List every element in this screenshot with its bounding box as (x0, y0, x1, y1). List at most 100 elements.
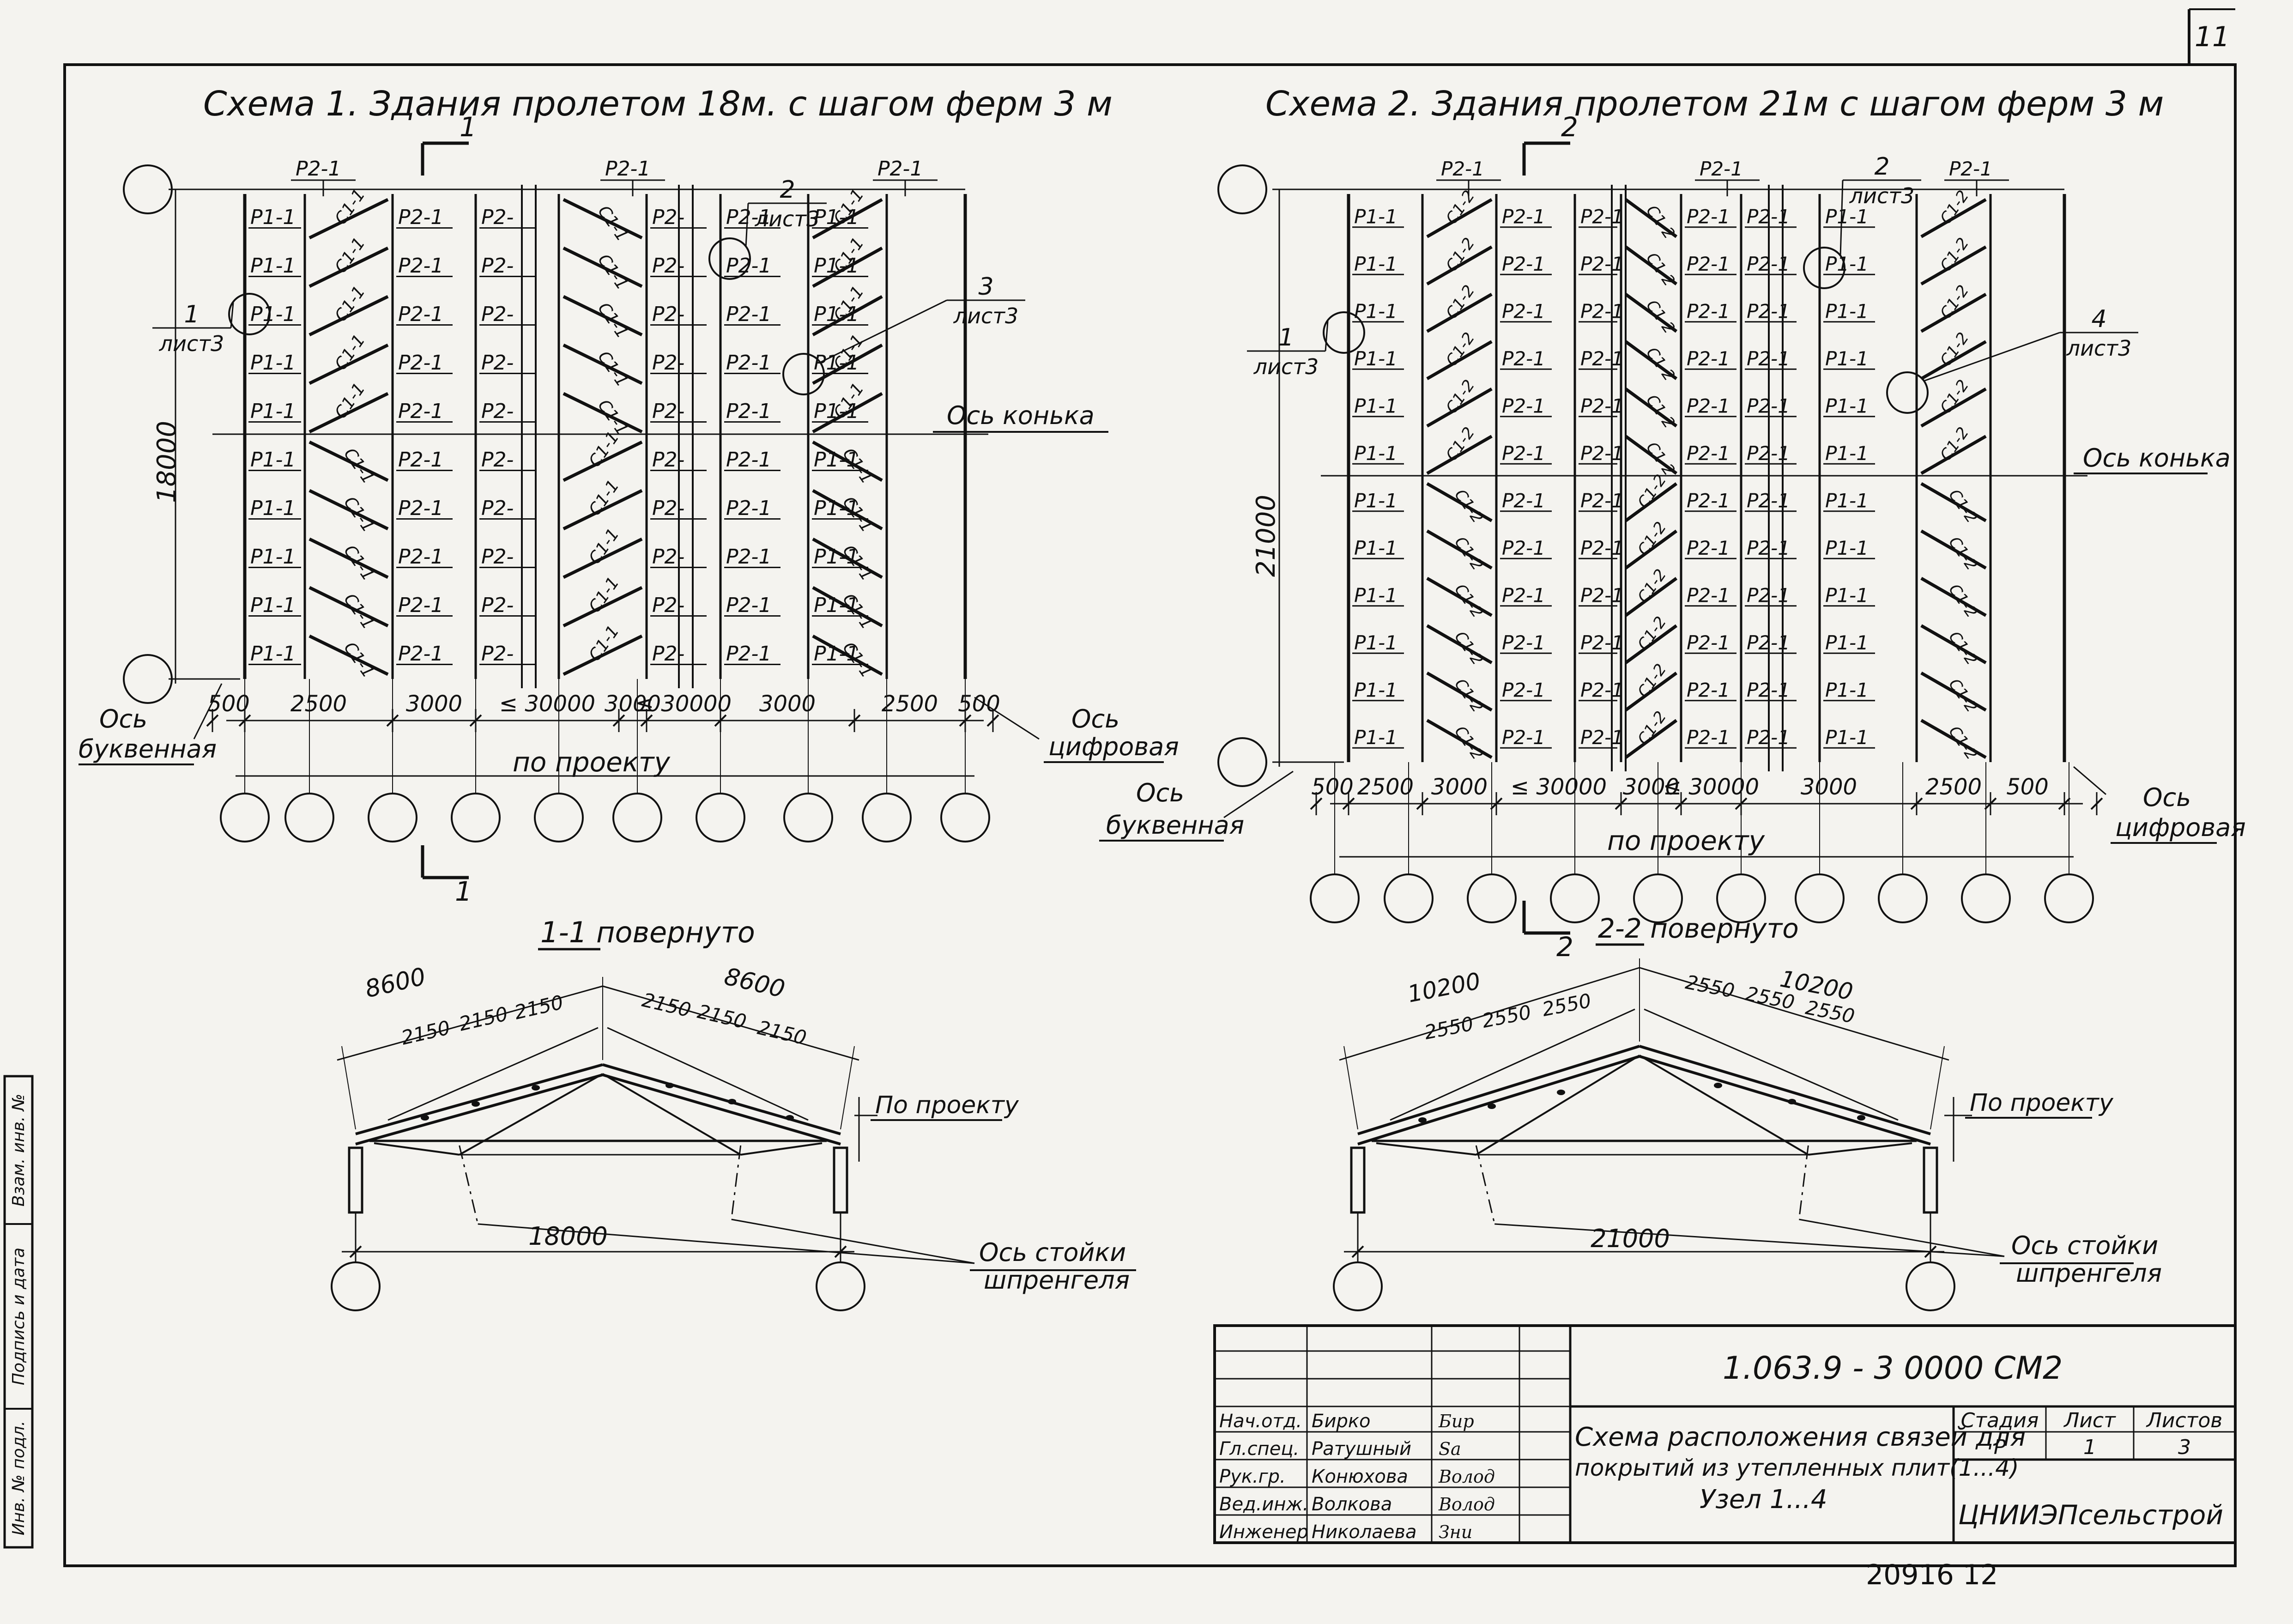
axis-circle-digit (1961, 873, 2011, 923)
slab-label: P2-1 (1747, 584, 1790, 607)
slab-label: P2-1 (1580, 347, 1624, 370)
staff-name: Ратушный (1312, 1438, 1411, 1460)
strut (740, 1142, 823, 1156)
strut (602, 1073, 741, 1156)
brace-label: C1-2 (1442, 376, 1478, 417)
callout-number: 1 (1278, 324, 1294, 351)
brace-diagonal (309, 198, 389, 240)
brace-diagonal (1426, 292, 1493, 333)
bottom-dim-label: 2500 (882, 691, 938, 717)
section1-by-project: По проекту (875, 1091, 1019, 1119)
slab-label: P1-1 (1825, 206, 1869, 228)
top-chord (1639, 1045, 1931, 1135)
brace-diagonal (1624, 624, 1678, 664)
slab-label: P2-1 (1747, 395, 1790, 418)
brace-label: C1-2 (1945, 723, 1981, 764)
brace-diagonal (812, 537, 883, 579)
slab-label: P2-1 (1687, 726, 1730, 749)
brace-diagonal (1426, 198, 1493, 238)
scheme1-axis-digit-2: цифровая (1048, 732, 1179, 761)
brace-label: C1-1 (331, 186, 369, 228)
slab-bolt (666, 1083, 674, 1088)
brace-diagonal (1624, 577, 1678, 617)
slab-label: P1-1 (250, 497, 296, 520)
dim-slash (1342, 797, 1355, 810)
list-header: Лист (2063, 1409, 2116, 1432)
brace-label: C1-2 (1442, 234, 1478, 275)
brace-diagonal (812, 440, 883, 482)
strut (459, 1073, 603, 1156)
slab-label: P2-1 (398, 206, 443, 229)
brace-diagonal (1920, 671, 1987, 712)
axis-circle-letter (123, 654, 173, 704)
title-block (1213, 1324, 2237, 1544)
brace-label: C1-2 (1936, 376, 1972, 417)
slab-label: P1-1 (1354, 584, 1398, 607)
callout-leader (1923, 332, 2060, 382)
slab-label: P2-1 (1747, 726, 1790, 749)
axis-circle-digit (940, 793, 990, 842)
scheme2-by-project: по проекту (1607, 825, 1765, 856)
brace-diagonal (1920, 292, 1987, 333)
brace-label: C1-2 (1936, 234, 1972, 275)
section2-by-project: По проекту (1970, 1089, 2114, 1117)
brace-label: C1-1 (331, 283, 369, 325)
bottom-dim-label: 2500 (1925, 774, 1982, 800)
scheme1-title: Схема 1. Здания пролетом 18м. с шагом фе… (203, 84, 1113, 124)
slab-label: P2-1 (1502, 537, 1545, 559)
brace-diagonal (563, 343, 643, 385)
brace-label: C1-2 (1945, 675, 1981, 716)
slab-label: P1-1 (250, 303, 296, 326)
axis-circle-letter (1217, 737, 1267, 787)
slab-label: P1-1 (1354, 442, 1398, 465)
callout-leader (819, 299, 947, 364)
callout-circle (1803, 247, 1845, 289)
axis-circle-digit (284, 793, 334, 842)
slab-label: P1-1 (250, 642, 296, 666)
slab-label: P1-1 (814, 448, 859, 472)
slab-label: P2-1 (1502, 490, 1545, 512)
column (348, 1146, 363, 1214)
bottom-dim-label: 2500 (290, 691, 347, 717)
brace-label: C1-2 (1936, 329, 1972, 370)
dim-slash (1984, 797, 1997, 810)
scheme2-axis-digit-2: цифровая (2115, 813, 2246, 842)
staff-signature: Волод (1438, 1494, 1495, 1515)
brace-diagonal (812, 246, 883, 288)
brace-diagonal (1624, 293, 1678, 333)
slab-label: P2-1 (1747, 679, 1790, 702)
strut-axis (459, 1145, 479, 1224)
brace-label: C1-2 (1642, 439, 1678, 479)
strut (374, 1142, 460, 1156)
column (1923, 1146, 1938, 1214)
slab-label: P2- (481, 545, 514, 569)
staff-role: Гл.спец. (1219, 1438, 1299, 1460)
slab-label: P2-1 (1747, 537, 1790, 559)
scheme1-ridge-axis: Ось конька (947, 401, 1095, 430)
slab-label: P1-1 (1354, 490, 1398, 512)
strut-axis (1475, 1145, 1495, 1224)
slab-label: P1-1 (250, 254, 296, 278)
slab-label: P2-1 (726, 545, 771, 569)
axis-circle (816, 1261, 865, 1311)
section1-drawing (331, 977, 975, 1311)
brace-diagonal (563, 392, 643, 434)
brace-diagonal (1624, 482, 1678, 522)
brace-diagonal (1426, 340, 1493, 381)
bottom-dim-label: 3000 (1801, 774, 1857, 800)
brace-diagonal (309, 392, 389, 434)
brace-label: C1-2 (1642, 391, 1678, 432)
slab-label: P2-1 (1687, 253, 1730, 275)
strut-axis (1798, 1145, 1809, 1220)
axis-circle-digit (220, 793, 270, 842)
scheme2-ridge-axis: Ось конька (2083, 443, 2231, 473)
top-chord (1639, 1055, 1931, 1145)
bottom-dim-label: 3000 (759, 691, 816, 717)
panel-dim-line (1390, 1008, 1635, 1121)
slab-label: P2-1 (1687, 679, 1730, 702)
brace-label: C1-2 (1642, 249, 1678, 290)
brace-diagonal (1426, 387, 1493, 428)
dim-ext (840, 1046, 855, 1130)
